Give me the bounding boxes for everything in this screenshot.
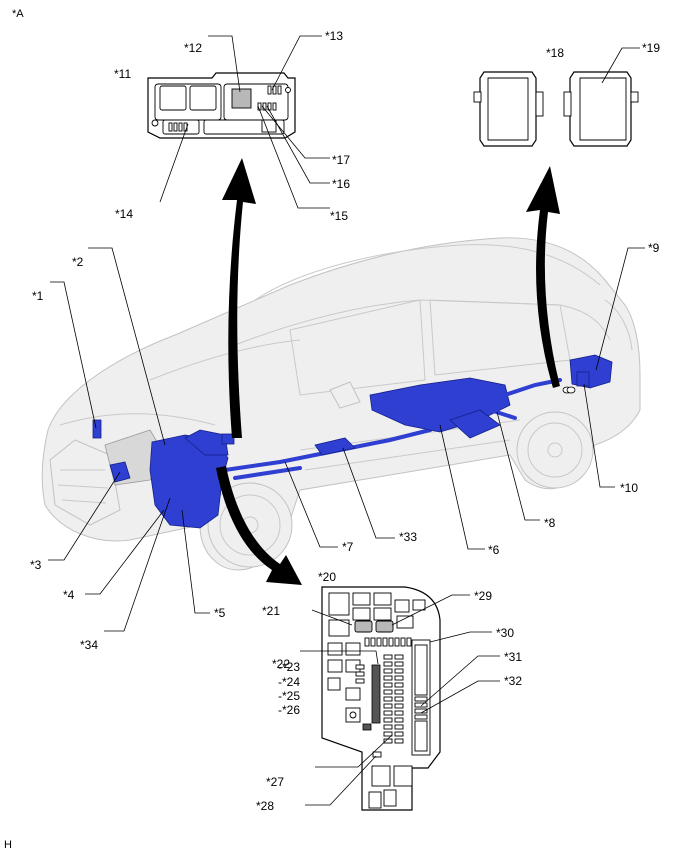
- callout-25: -*25: [278, 689, 300, 703]
- callout-31: *31: [504, 650, 522, 664]
- callout-18: *18: [546, 46, 564, 60]
- vehicle-illustration: [41, 237, 641, 571]
- callout-9: *9: [648, 241, 660, 255]
- callout-16: *16: [332, 177, 350, 191]
- callout-14: *14: [115, 207, 133, 221]
- callout-3: *3: [30, 558, 42, 572]
- callout-15: *15: [330, 209, 348, 223]
- arrow-to-fuse-block: [216, 466, 302, 585]
- callout-29: *29: [474, 589, 492, 603]
- callout-4: *4: [63, 588, 75, 602]
- relay-21: [354, 620, 373, 633]
- callout-26: -*26: [278, 703, 300, 717]
- fuse-block-detail: [321, 586, 441, 811]
- callout-28: *28: [256, 799, 274, 813]
- callout-21: *21: [262, 604, 280, 618]
- callout-11: *11: [114, 67, 131, 81]
- component-33-mark: [314, 437, 356, 456]
- component-10-mark: [576, 371, 590, 387]
- relay-29: [375, 620, 394, 633]
- callout-7: *7: [342, 540, 354, 554]
- inverter-top-mark: [184, 429, 229, 456]
- arrow-to-relay-block: [222, 158, 256, 438]
- callout-32: *32: [504, 674, 522, 688]
- relay-12: [231, 88, 252, 109]
- callout-1: *1: [32, 289, 44, 303]
- callout-19: *19: [642, 41, 660, 55]
- footer-code: H: [4, 839, 12, 851]
- callout-8: *8: [544, 516, 556, 530]
- figure-tag: *A: [12, 8, 24, 20]
- component-1-mark: [92, 419, 102, 439]
- callout-23: -*23: [278, 660, 300, 674]
- callout-labels: *A H *11 *12 *13 *14 *15 *16 *17 *18 *19…: [4, 8, 660, 851]
- callout-27: *27: [266, 775, 284, 789]
- callout-24: -*24: [278, 675, 300, 689]
- detail-arrows: [216, 158, 560, 585]
- callout-30: *30: [496, 626, 514, 640]
- callout-12: *12: [184, 41, 202, 55]
- arrow-to-rear-connectors: [526, 166, 560, 388]
- callout-20: *20: [318, 570, 336, 584]
- relay-block-detail: [147, 72, 296, 139]
- callout-10: *10: [620, 481, 638, 495]
- connector-mark: [221, 433, 235, 445]
- rear-connector-detail: [473, 71, 639, 147]
- callout-33: *33: [399, 530, 417, 544]
- component-9-mark: [569, 354, 613, 389]
- callout-6: *6: [488, 543, 500, 557]
- callout-2: *2: [72, 255, 84, 269]
- callout-17: *17: [332, 153, 350, 167]
- callout-5: *5: [214, 606, 226, 620]
- leader-lines: [48, 35, 645, 806]
- callout-13: *13: [325, 29, 343, 43]
- callout-22: *22: [272, 657, 290, 671]
- callout-34: *34: [80, 638, 98, 652]
